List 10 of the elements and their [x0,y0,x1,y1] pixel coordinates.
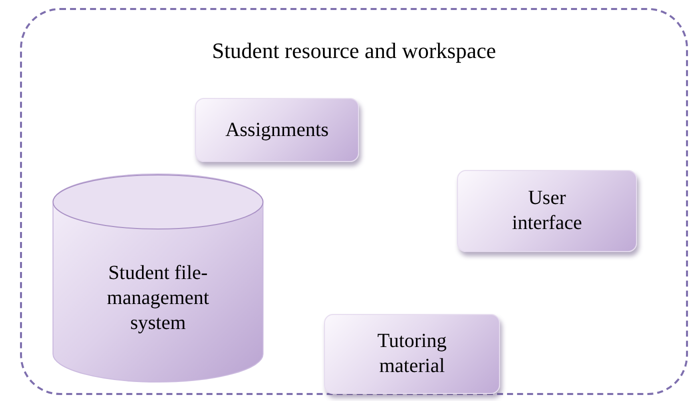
box-label: User interface [511,186,583,236]
box-label: Assignments [225,118,329,142]
region-heading: Student resource and workspace [210,38,498,64]
process-box [324,314,500,394]
process-box [457,170,637,252]
process-box [195,98,359,162]
cylinder-label: Student file-management system [106,260,210,336]
database-cylinder [52,174,264,382]
box-label: Tutoring material [376,329,448,379]
dashed-region [20,8,688,395]
